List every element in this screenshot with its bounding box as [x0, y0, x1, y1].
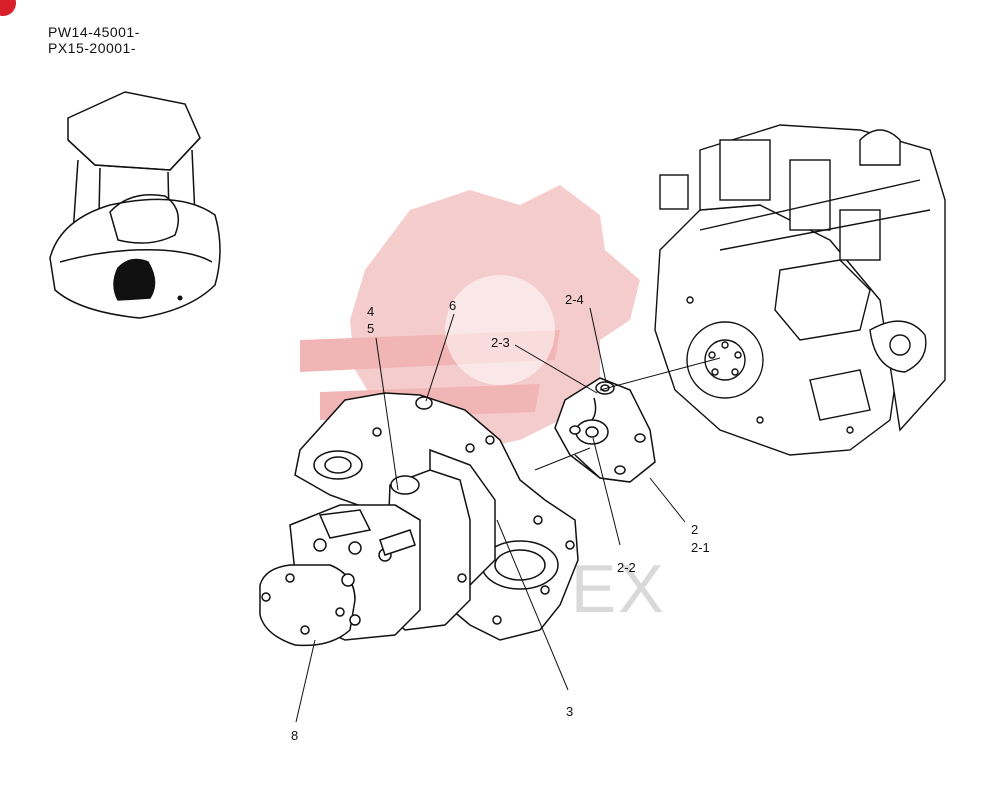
- machine-overview-thumbnail: [49, 91, 221, 319]
- callout-3: 3: [566, 704, 573, 719]
- callout-4: 4: [367, 304, 374, 319]
- corner-mark: [0, 0, 16, 16]
- callout-6: 6: [449, 298, 456, 313]
- coupling-assembly: [554, 377, 656, 483]
- callout-2: 2: [691, 522, 698, 537]
- serial-number-block: PW14-45001- PX15-20001-: [48, 24, 140, 56]
- engine-assembly: [654, 124, 946, 456]
- callout-2-1: 2-1: [691, 540, 710, 555]
- leader-lines: [295, 307, 721, 723]
- hydraulic-pump: [259, 469, 471, 647]
- serial-number-1: PW14-45001-: [48, 24, 140, 40]
- serial-number-2: PX15-20001-: [48, 40, 137, 56]
- callout-2-2: 2-2: [617, 560, 636, 575]
- callout-2-4: 2-4: [565, 292, 584, 307]
- callout-2-3: 2-3: [491, 335, 510, 350]
- callout-8: 8: [291, 728, 298, 743]
- callout-5: 5: [367, 321, 374, 336]
